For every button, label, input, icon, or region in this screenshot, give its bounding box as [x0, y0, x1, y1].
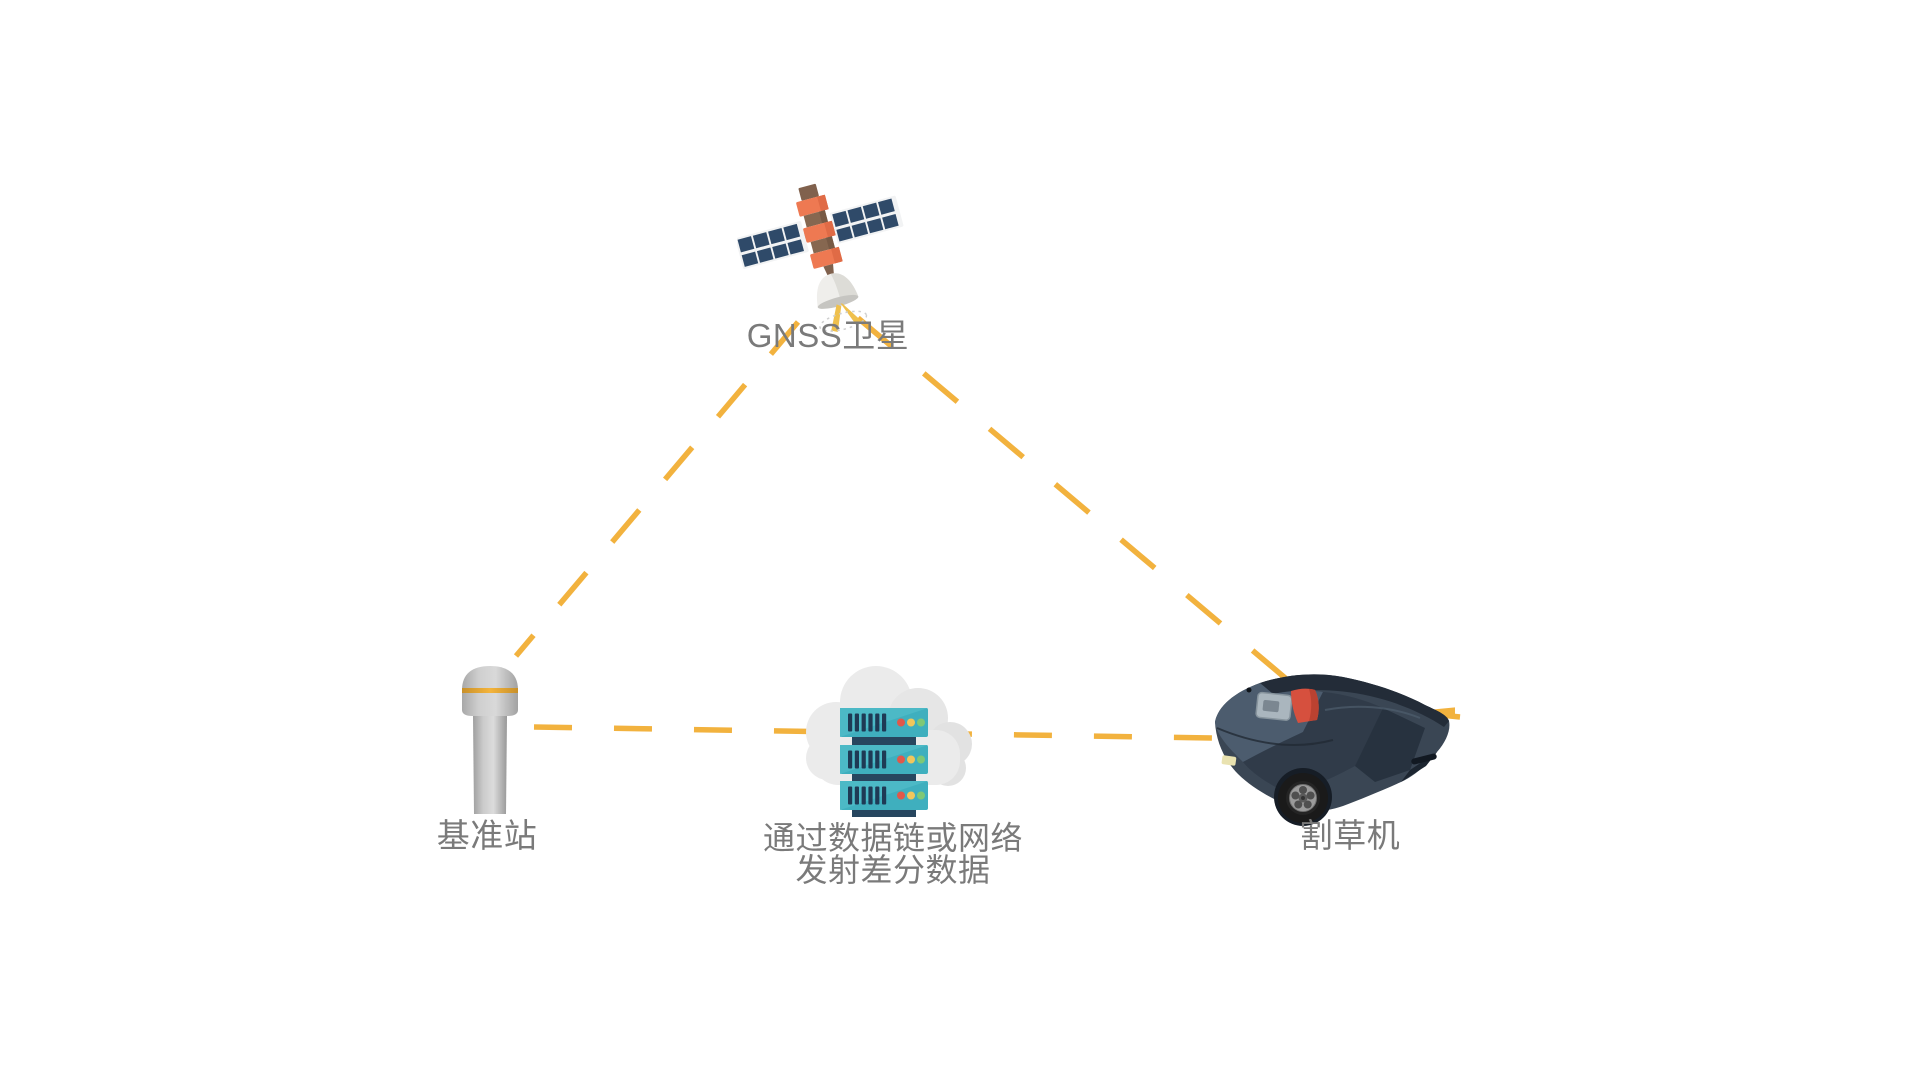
- mower-screw: [1246, 687, 1252, 693]
- solar-panel-left: [737, 221, 809, 269]
- data-link-label-line2: 发射差分数据: [795, 852, 991, 888]
- satellite-label: GNSS卫星: [746, 317, 910, 354]
- mower-icon: [1215, 674, 1455, 826]
- link-satellite-to-mower: [856, 315, 1292, 685]
- link-satellite-to-base-station: [513, 320, 801, 658]
- mower-wheel: [1274, 768, 1332, 826]
- server-stack-icon: [840, 708, 928, 817]
- base-station-icon: [462, 666, 518, 814]
- station-stripe: [462, 688, 518, 693]
- mower-stop-button: [1291, 688, 1319, 723]
- satellite-body: [796, 183, 843, 277]
- mower-top-deck: [1260, 674, 1449, 727]
- cloud-server-icon: [806, 666, 972, 817]
- station-shaft: [473, 716, 507, 814]
- solar-panel-right: [830, 195, 904, 244]
- mower-swoosh-line: [1324, 705, 1421, 719]
- base-station-label: 基准站: [436, 817, 538, 854]
- signal-beam-icon: [831, 303, 862, 332]
- antenna-bell: [816, 273, 859, 309]
- server-unit: [840, 708, 928, 737]
- mower-front-sticker: [1221, 755, 1237, 766]
- data-link-label-line1: 通过数据链或网络: [762, 820, 1023, 856]
- server-unit: [840, 781, 928, 810]
- mower-rear-facet: [1355, 708, 1425, 782]
- data-link-label: 通过数据链或网络 发射差分数据: [743, 822, 1043, 886]
- mower-crease-line: [1216, 727, 1334, 746]
- mower-side-shadow: [1243, 692, 1383, 792]
- signal-ring: [819, 310, 868, 332]
- mower-rear-slot: [1411, 753, 1437, 765]
- mower-label: 割草机: [1299, 817, 1401, 854]
- server-unit: [840, 745, 928, 774]
- satellite-icon: [737, 183, 904, 332]
- mower-window: [1255, 691, 1293, 721]
